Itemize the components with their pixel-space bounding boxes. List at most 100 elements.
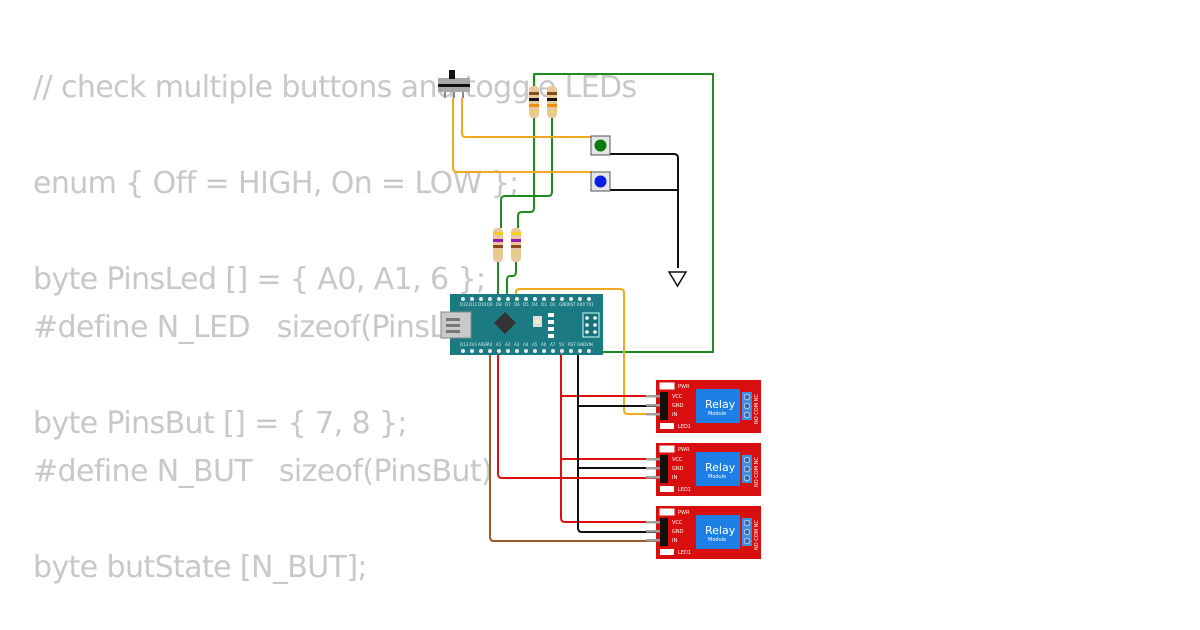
wire-brown-a0[interactable] (489, 352, 658, 542)
pin-aref[interactable] (479, 349, 483, 353)
pin-label: RX0 (577, 302, 586, 307)
pin-d3[interactable] (542, 297, 546, 301)
pin-label: D5 (523, 302, 529, 307)
wire-green-r4[interactable] (506, 262, 517, 297)
relay-pin-label: IN (672, 475, 677, 481)
pin-gnd[interactable] (560, 297, 564, 301)
pin-label: A4 (523, 342, 529, 347)
resistor-1[interactable] (529, 86, 539, 118)
blue-button[interactable] (590, 171, 611, 192)
slide-switch[interactable] (438, 70, 470, 98)
code-line: #define N_BUT sizeof(PinsBut) (33, 454, 493, 489)
pin-rx0[interactable] (578, 297, 582, 301)
wire-black-btn1[interactable] (610, 153, 679, 268)
code-line: // check multiple buttons and toggle LED… (33, 70, 637, 105)
pin-label: A1 (496, 342, 502, 347)
pin-rst[interactable] (569, 349, 573, 353)
wire-green-r1[interactable] (517, 118, 535, 228)
wire-green-r2[interactable] (500, 118, 553, 228)
pin-d2[interactable] (551, 297, 555, 301)
green-button[interactable] (590, 135, 611, 156)
pin-label: D11 (469, 302, 478, 307)
relay-led-label: LED1 (678, 550, 691, 556)
relay-terminal-label: NO COM NC (754, 394, 760, 424)
relay-pin-label: VCC (672, 520, 683, 526)
relay-led-label: LED1 (678, 424, 691, 430)
pin-label: D4 (532, 302, 538, 307)
relay-title: Relay (705, 461, 736, 474)
pin-a4[interactable] (524, 349, 528, 353)
relay-pin-label: IN (672, 538, 677, 544)
resistor-3[interactable] (493, 228, 503, 262)
wire-black-gnd[interactable] (577, 352, 658, 533)
pin-label: AREF (478, 342, 489, 347)
relay-pin-label: GND (672, 403, 684, 409)
wire-orange-2[interactable] (452, 98, 592, 173)
pin-gnd[interactable] (578, 349, 582, 353)
relay-title: Relay (705, 524, 736, 537)
pin-label: A2 (505, 342, 511, 347)
wire-orange-d8[interactable] (515, 288, 658, 415)
relay-body (696, 452, 740, 486)
pin-a2[interactable] (506, 349, 510, 353)
pin-d7[interactable] (506, 297, 510, 301)
wire-orange-1[interactable] (461, 98, 592, 138)
relay-header (660, 392, 668, 420)
resistor-4[interactable] (511, 228, 521, 262)
pin-d12[interactable] (461, 297, 465, 301)
pin-a5[interactable] (533, 349, 537, 353)
pin-a3[interactable] (515, 349, 519, 353)
pin-5v[interactable] (560, 349, 564, 353)
relay-led-label: PWR (678, 384, 690, 390)
relay-subtitle: Module (708, 411, 726, 417)
pin-a1[interactable] (497, 349, 501, 353)
pin-a0[interactable] (488, 349, 492, 353)
relay-pin-label: GND (672, 466, 684, 472)
pin-vin[interactable] (587, 349, 591, 353)
pin-label: 5V (559, 342, 565, 347)
pin-3v3[interactable] (470, 349, 474, 353)
pin-label: D3 (541, 302, 547, 307)
pin-d4[interactable] (533, 297, 537, 301)
wires (452, 73, 714, 542)
pin-a6[interactable] (542, 349, 546, 353)
resistor-2[interactable] (547, 86, 557, 118)
pin-label: D9 (487, 302, 493, 307)
wire-red-5v[interactable] (560, 352, 658, 523)
pin-a7[interactable] (551, 349, 555, 353)
pin-rst[interactable] (569, 297, 573, 301)
pin-label: D10 (478, 302, 487, 307)
relay-header (660, 455, 668, 483)
pin-label: D6 (514, 302, 520, 307)
relay-pin-label: IN (672, 412, 677, 418)
relay-body (696, 515, 740, 549)
pin-label: RST (568, 302, 576, 307)
pin-tx1[interactable] (587, 297, 591, 301)
pin-label: GND (559, 302, 568, 307)
pin-d8[interactable] (497, 297, 501, 301)
pin-label: D8 (496, 302, 502, 307)
pin-label: A0 (487, 342, 493, 347)
pin-d5[interactable] (524, 297, 528, 301)
pin-d13[interactable] (461, 349, 465, 353)
wire-green-vin[interactable] (533, 73, 714, 353)
pin-label: A5 (532, 342, 538, 347)
pin-d11[interactable] (470, 297, 474, 301)
pin-label: VIN (586, 342, 593, 347)
pin-label: 3V3 (469, 342, 477, 347)
pin-label: D12 (460, 302, 469, 307)
pin-d6[interactable] (515, 297, 519, 301)
pin-label: A7 (550, 342, 556, 347)
pin-d9[interactable] (488, 297, 492, 301)
pin-label: D7 (505, 302, 511, 307)
wire-red-a1[interactable] (497, 352, 658, 479)
relay-led-label: LED1 (678, 487, 691, 493)
relay-pin-label: VCC (672, 457, 683, 463)
pin-d10[interactable] (479, 297, 483, 301)
pin-label: A3 (514, 342, 520, 347)
